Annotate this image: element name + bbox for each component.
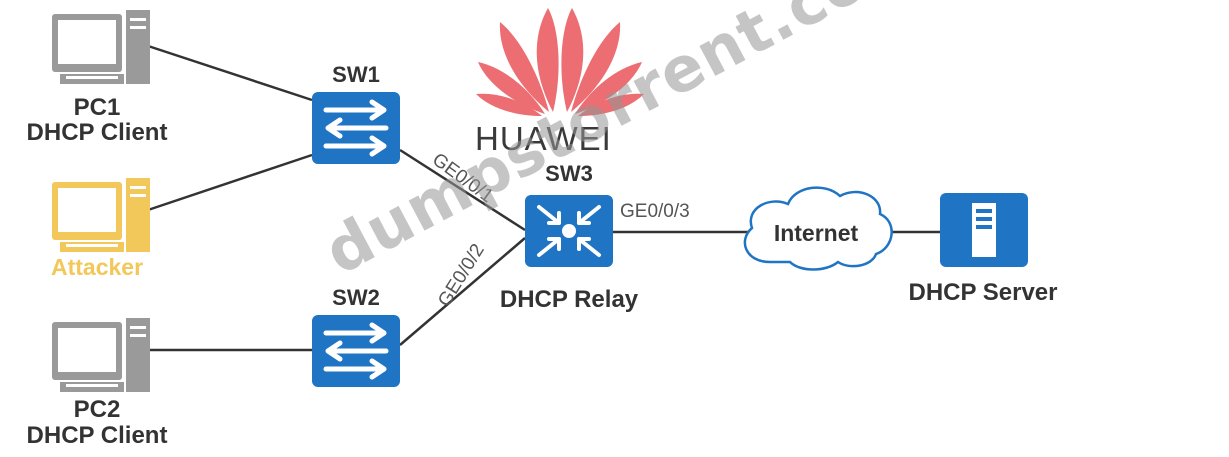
huawei-logo-icon (476, 8, 644, 116)
attacker-label: Attacker (50, 254, 144, 280)
link-pc1-sw1 (141, 42, 313, 102)
link-sw2-sw3 (399, 237, 526, 346)
attacker-computer-icon (52, 178, 150, 252)
pc2-name-label: PC2 (73, 396, 121, 423)
port-ge0-0-3-label: GE0/0/3 (620, 201, 690, 222)
pc1-name-label: PC1 (73, 94, 121, 121)
pc1-role-label: DHCP Client (26, 119, 168, 146)
sw3-l3-switch-icon (525, 195, 613, 267)
link-attacker-sw1 (141, 153, 313, 214)
internet-label: Internet (773, 220, 859, 246)
dhcp-server-icon (940, 193, 1028, 267)
dhcp-server-label: DHCP Server (908, 279, 1058, 306)
sw2-switch-icon (312, 315, 400, 387)
pc2-role-label: DHCP Client (26, 422, 168, 449)
internet-cloud-icon (743, 186, 893, 271)
sw1-label: SW1 (332, 62, 380, 87)
sw1-switch-icon (312, 92, 400, 164)
pc1-computer-icon (52, 10, 150, 84)
link-sw1-sw3 (399, 148, 526, 232)
huawei-brand-text: HUAWEI (475, 120, 612, 157)
links (141, 42, 940, 352)
pc2-computer-icon (52, 318, 150, 392)
sw3-role-label: DHCP Relay (499, 286, 639, 313)
sw3-label: SW3 (545, 161, 593, 186)
sw2-label: SW2 (332, 285, 380, 310)
